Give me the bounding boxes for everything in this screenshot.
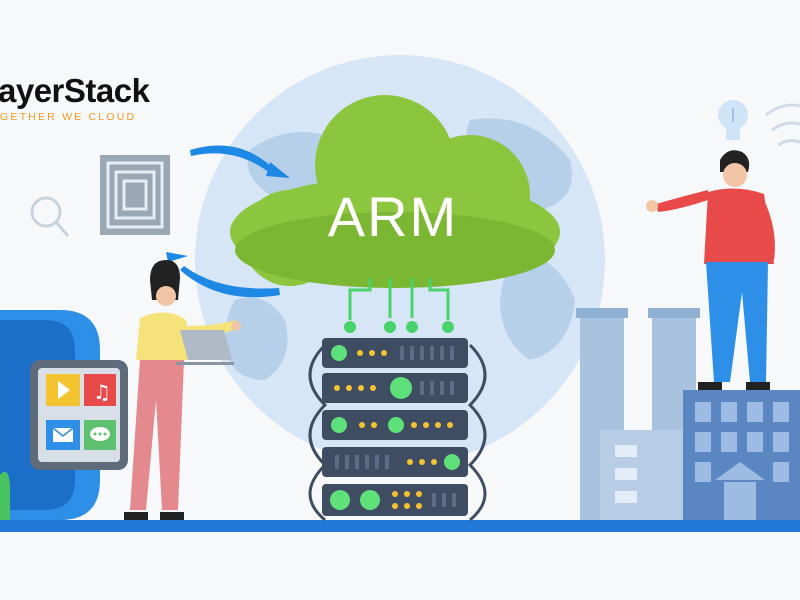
search-icon xyxy=(30,196,70,237)
lightbulb-icon xyxy=(718,100,748,140)
plant xyxy=(0,471,10,520)
logo-tagline: GETHER WE CLOUD xyxy=(0,111,137,123)
cloud-connectors xyxy=(348,278,450,320)
music-icon: ♫ xyxy=(84,374,116,406)
mail-icon xyxy=(46,420,80,450)
flow-arrow-out xyxy=(166,252,280,298)
cloud-label: ARM xyxy=(327,185,459,248)
smartwatch: ♫ xyxy=(0,310,128,520)
woman-figure xyxy=(124,260,241,520)
play-icon xyxy=(46,374,80,406)
chat-icon xyxy=(84,420,116,450)
man-figure xyxy=(646,150,775,390)
chip-icon xyxy=(100,155,170,235)
flow-arrow-in xyxy=(190,145,290,178)
factory-icon xyxy=(576,308,800,520)
svg-text:♫: ♫ xyxy=(93,380,111,404)
connector-nodes xyxy=(344,321,454,333)
server-rack-icon xyxy=(308,338,487,522)
logo-title: ayerStack xyxy=(0,72,150,109)
wifi-icon xyxy=(765,103,800,147)
ground-line xyxy=(0,520,800,532)
cloud-shape xyxy=(230,95,560,288)
